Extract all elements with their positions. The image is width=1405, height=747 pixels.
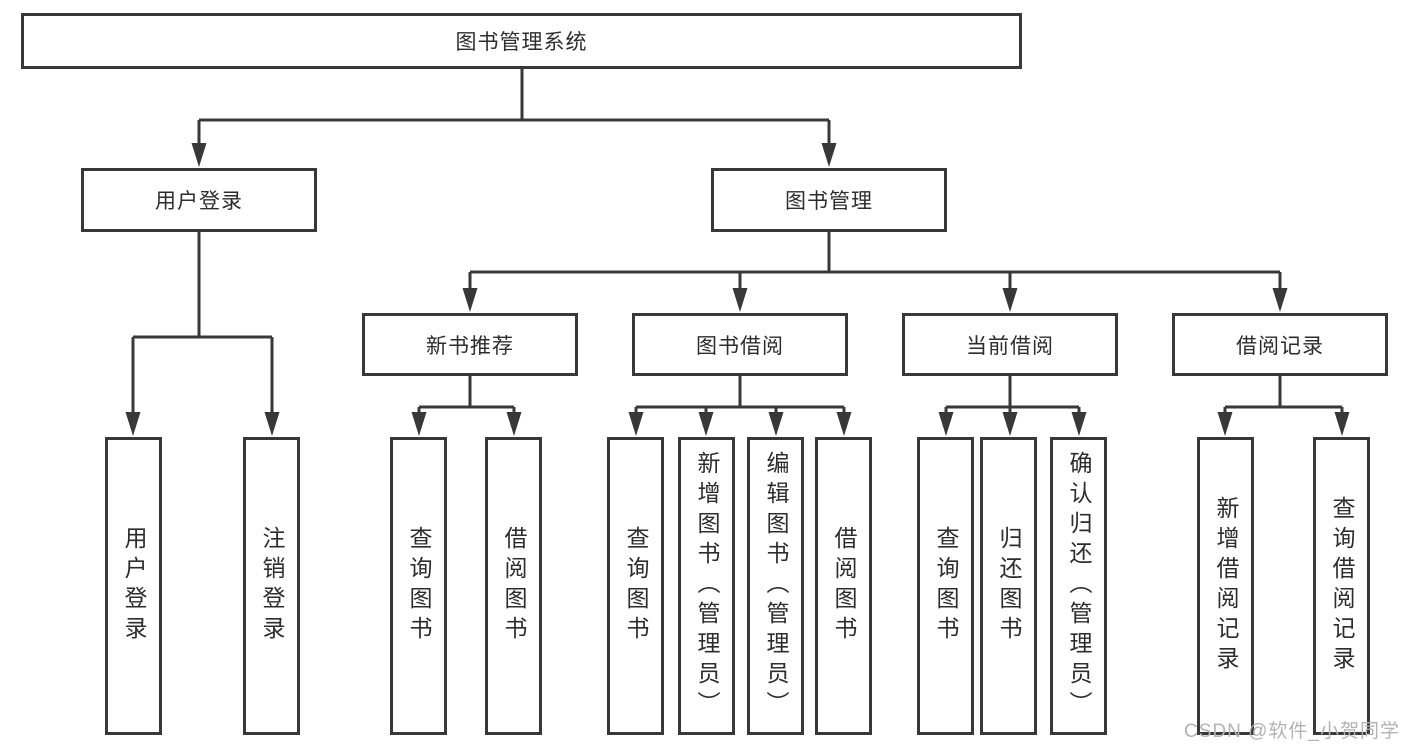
node-current-borrowing: 当前借阅 <box>902 313 1118 376</box>
leaf-confirm-return-admin: 确认归还（管理员） <box>1050 437 1107 735</box>
leaf-borrow-books: 借阅图书 <box>815 437 872 735</box>
leaf-return-book: 归还图书 <box>980 437 1037 735</box>
node-book-borrowing: 图书借阅 <box>632 313 848 376</box>
node-new-book-recommend: 新书推荐 <box>362 313 578 376</box>
node-book-management: 图书管理 <box>711 168 947 232</box>
node-user-login: 用户登录 <box>81 168 317 232</box>
csdn-watermark: CSDN @软件_小贺同学 <box>1184 721 1400 742</box>
leaf-add-borrow-record: 新增借阅记录 <box>1197 437 1254 735</box>
node-borrow-records: 借阅记录 <box>1172 313 1388 376</box>
leaf-add-book-admin: 新增图书（管理员） <box>678 437 735 735</box>
leaf-query-borrow-record: 查询借阅记录 <box>1313 437 1370 735</box>
leaf-query-books-current: 查询图书 <box>917 437 974 735</box>
leaf-borrow-books-recommend: 借阅图书 <box>485 437 542 735</box>
leaf-user-login: 用户登录 <box>105 437 162 735</box>
leaf-logout: 注销登录 <box>243 437 300 735</box>
leaf-edit-book-admin: 编辑图书（管理员） <box>747 437 804 735</box>
leaf-query-books-recommend: 查询图书 <box>390 437 447 735</box>
leaf-query-books-borrow: 查询图书 <box>607 437 664 735</box>
node-library-management-system: 图书管理系统 <box>21 13 1022 69</box>
